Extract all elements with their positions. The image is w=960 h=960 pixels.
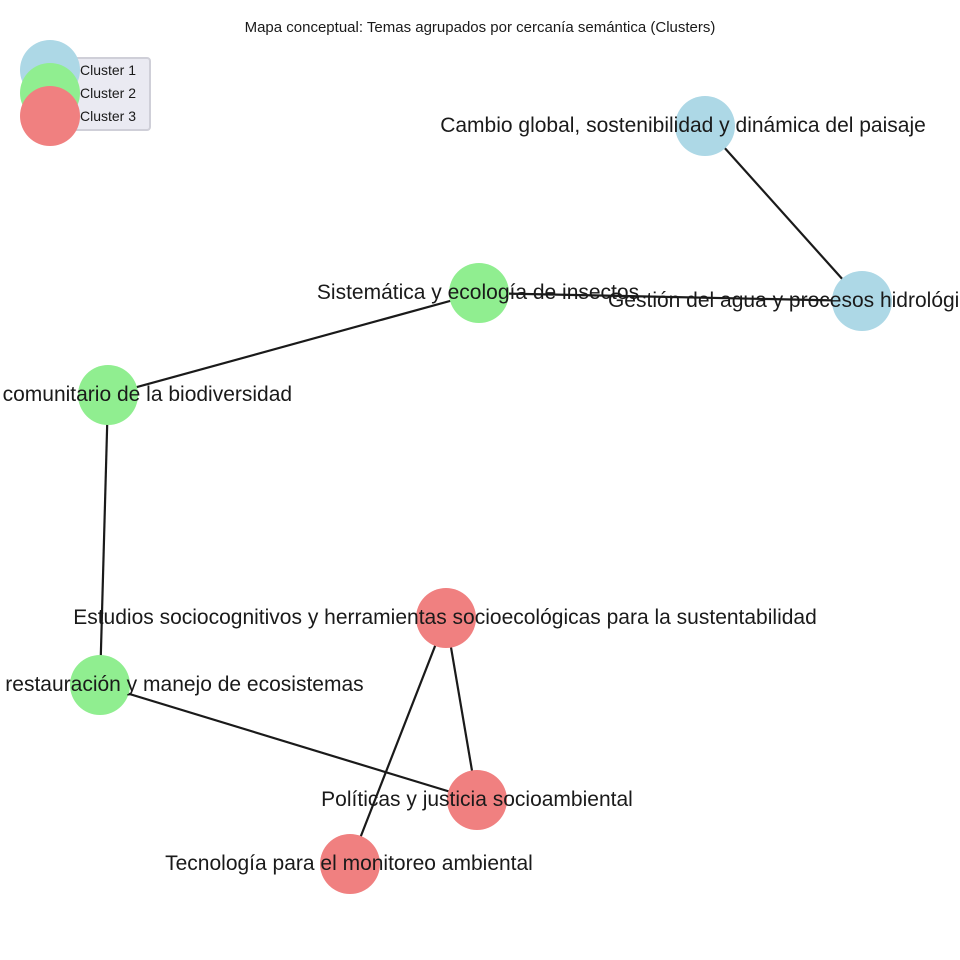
node-n1 bbox=[675, 96, 735, 156]
edge-n2-n3 bbox=[478, 291, 863, 303]
legend-marker-3 bbox=[20, 86, 80, 146]
node-label-n3: Sistemática y ecología de insectos bbox=[317, 281, 639, 304]
node-n2 bbox=[832, 271, 892, 331]
edge-n6-n8 bbox=[348, 617, 448, 865]
node-label-n5: Ecología de la restauración y manejo de … bbox=[0, 673, 364, 696]
node-label-n7: Políticas y justicia socioambiental bbox=[321, 788, 633, 811]
node-n8 bbox=[320, 834, 380, 894]
node-label-n4: Manejo comunitario de la biodiversidad bbox=[0, 383, 292, 406]
labels-layer: Cambio global, sostenibilidad y dinámica… bbox=[0, 114, 960, 875]
legend-label-2: Cluster 2 bbox=[80, 85, 136, 101]
legend-items: Cluster 1 Cluster 2 Cluster 3 bbox=[20, 40, 136, 146]
node-n6 bbox=[416, 588, 476, 648]
legend-label-1: Cluster 1 bbox=[80, 62, 136, 78]
legend: Cluster 1 Cluster 2 Cluster 3 bbox=[20, 40, 151, 146]
edges-layer bbox=[98, 125, 863, 865]
node-label-n6: Estudios sociocognitivos y herramientas … bbox=[73, 606, 817, 629]
node-label-n2: Gestión del agua y procesos hidrológicos bbox=[608, 289, 960, 312]
node-label-n1: Cambio global, sostenibilidad y dinámica… bbox=[440, 114, 926, 137]
node-label-n8: Tecnología para el monitoreo ambiental bbox=[165, 852, 533, 875]
edge-n5-n7 bbox=[99, 683, 478, 802]
node-n7 bbox=[447, 770, 507, 830]
node-n3 bbox=[449, 263, 509, 323]
node-n4 bbox=[78, 365, 138, 425]
legend-label-3: Cluster 3 bbox=[80, 108, 136, 124]
edge-n1-n2 bbox=[704, 125, 863, 302]
diagram-title: Mapa conceptual: Temas agrupados por cer… bbox=[245, 19, 716, 36]
edge-n6-n7 bbox=[444, 617, 479, 801]
nodes-layer bbox=[70, 96, 892, 894]
edge-n4-n5 bbox=[98, 394, 110, 686]
edge-n3-n4 bbox=[107, 291, 480, 397]
node-n5 bbox=[70, 655, 130, 715]
